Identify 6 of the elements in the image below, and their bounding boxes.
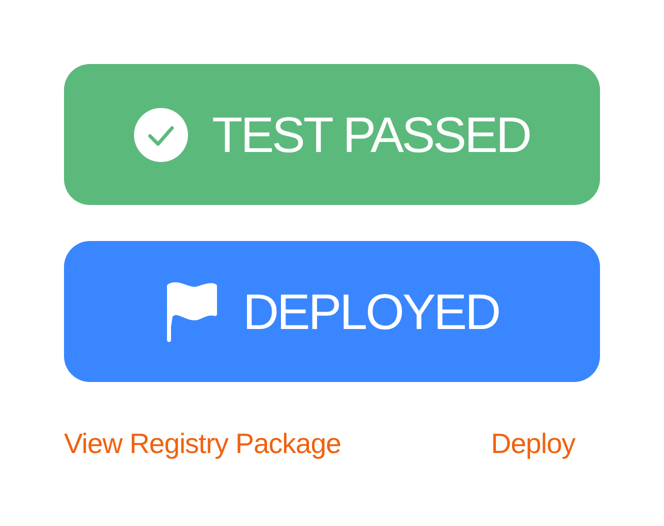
link: Deploy [491,427,576,461]
status-text: TEST PASSED [212,110,530,160]
status-banner [64,64,600,205]
status-banner [64,241,600,382]
status-text: DEPLOYED [242,286,500,336]
link: View Registry Package [64,427,341,461]
